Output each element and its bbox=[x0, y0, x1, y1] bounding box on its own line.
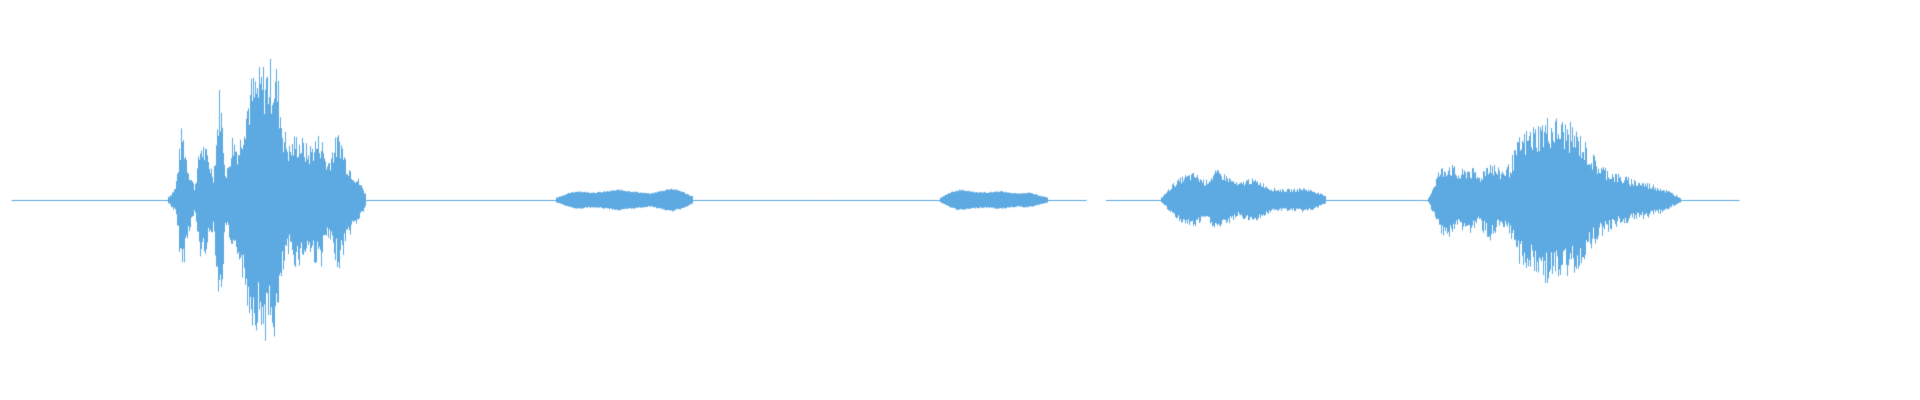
audio-waveform[interactable] bbox=[0, 0, 1920, 400]
